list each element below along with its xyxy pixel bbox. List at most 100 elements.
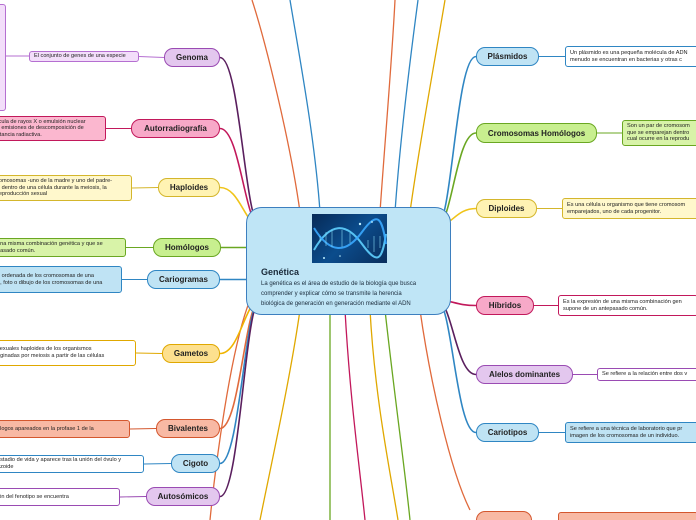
note-line: Es una célula u organismo que tiene crom… (567, 202, 696, 209)
branch-line (252, 0, 300, 212)
branch-line (437, 300, 476, 433)
topic-gametos[interactable]: Gametos (162, 344, 220, 363)
note-line: Son un par de cromosom (627, 123, 696, 130)
description-line: La genética es el área de estudio de la … (261, 279, 416, 289)
topic-cariotipos[interactable]: Cariotipos (476, 423, 539, 442)
topic-note: ión del fenotipo se encuentra (0, 488, 120, 506)
note-line: Un plásmido es una pequeña molécula de A… (570, 50, 696, 57)
topic-label: Bivalentes (168, 424, 208, 433)
offscreen-topic-node[interactable] (476, 511, 532, 520)
topic-cigoto[interactable]: Cigoto (171, 454, 220, 473)
central-topic-description: La genética es el área de estudio de la … (261, 279, 416, 309)
note-line: que se emparejan dentro (627, 130, 696, 137)
branch-line (210, 300, 250, 520)
topic-genoma[interactable]: Genoma (164, 48, 220, 67)
topic-note: El conjunto de genes de una especie (29, 51, 139, 62)
note-line: ícula de rayos X o emulsión nuclear (0, 119, 101, 126)
topic-plásmidos[interactable]: Plásmidos (476, 47, 539, 66)
topic-label: Autorradiografía (144, 124, 207, 133)
note-line: El conjunto de genes de una especie (34, 53, 134, 60)
topic-note: Se refiere a la relación entre dos v (597, 368, 696, 381)
note-line: una misma combinación genética y que se (0, 241, 121, 248)
note-connector (144, 464, 171, 465)
branch-line (260, 310, 300, 520)
note-connector (120, 497, 146, 498)
topic-label: Cariotipos (488, 428, 528, 437)
topic-autosómicos[interactable]: Autosómicos (146, 487, 220, 506)
topic-label: Cigoto (183, 459, 208, 468)
topic-label: Haploides (170, 183, 208, 192)
genoma-side-panel (0, 4, 6, 111)
topic-label: Gametos (174, 349, 208, 358)
topic-note: n ordenada de los cromosomas de unaa, fo… (0, 266, 122, 293)
central-topic-title: Genética (261, 267, 299, 277)
topic-label: Cromosomas Homólogos (488, 129, 585, 138)
topic-note: Se refiere a una técnica de laboratorio … (565, 422, 696, 443)
topic-homólogos[interactable]: Homólogos (153, 238, 221, 257)
note-line: menudo se encuentran en bacterias y otra… (570, 57, 696, 64)
topic-note: Es una célula u organismo que tiene crom… (562, 198, 696, 219)
branch-line (437, 57, 476, 227)
offscreen-topic-note (558, 512, 696, 520)
note-line: n ordenada de los cromosomas de una (0, 273, 117, 280)
central-topic-genetica[interactable]: Genética La genética es el área de estud… (246, 207, 451, 315)
note-line: imagen de los cromosomas de un individuo… (570, 433, 696, 440)
topic-cromosomas-homólogos[interactable]: Cromosomas Homólogos (476, 123, 597, 143)
topic-diploides[interactable]: Diploides (476, 199, 537, 218)
note-line: sexuales haploides de los organismos (0, 346, 131, 353)
note-line: n dentro de una célula durante la meiosi… (0, 185, 127, 192)
topic-haploides[interactable]: Haploides (158, 178, 220, 197)
topic-note: Es la expresión de una misma combinación… (558, 295, 696, 316)
note-connector (139, 57, 164, 58)
note-line: emparejados, uno de cada progenitor. (567, 209, 696, 216)
note-connector (136, 353, 162, 354)
note-line: ión del fenotipo se encuentra (0, 494, 115, 501)
topic-label: Alelos dominantes (489, 370, 560, 379)
note-line: reproducción sexual (0, 191, 127, 198)
topic-bivalentes[interactable]: Bivalentes (156, 419, 220, 438)
note-line: stancia radiactiva. (0, 132, 101, 139)
description-line: comprender y explicar cómo se transmite … (261, 289, 416, 299)
branch-line (220, 300, 260, 464)
note-connector (132, 188, 158, 189)
branch-line (380, 0, 395, 212)
dna-helix-image (312, 214, 387, 263)
branch-line (220, 58, 260, 227)
topic-alelos-dominantes[interactable]: Alelos dominantes (476, 365, 573, 384)
topic-cariogramas[interactable]: Cariogramas (147, 270, 220, 289)
note-line: a, foto o dibujo de los cromosomas de un… (0, 280, 117, 287)
branch-line (385, 310, 410, 520)
note-line: s emisiones de descomposición de (0, 125, 101, 132)
topic-label: Genoma (176, 53, 208, 62)
note-connector (130, 429, 156, 430)
note-line: pasado común. (0, 248, 121, 255)
note-line: cual ocurre en la reprodu (627, 136, 696, 143)
topic-label: Cariogramas (159, 275, 208, 284)
topic-label: Diploides (488, 204, 524, 213)
note-line: riginadas por meiosis a partir de las cé… (0, 353, 131, 360)
topic-note: estadio de vida y aparece tras la unión … (0, 455, 144, 473)
topic-note: ólogos apareados en la profase 1 de la (0, 420, 130, 438)
description-line: biológica de generación en generación me… (261, 299, 416, 309)
topic-note: Un plásmido es una pequeña molécula de A… (565, 46, 696, 67)
note-line: estadio de vida y aparece tras la unión … (0, 457, 139, 464)
topic-label: Homólogos (165, 243, 209, 252)
branch-line (345, 310, 365, 520)
topic-label: Plásmidos (487, 52, 527, 61)
topic-label: Autosómicos (158, 492, 209, 501)
note-line: supone de un antepasado común. (563, 306, 693, 313)
topic-note: romosomas -uno de la madre y uno del pad… (0, 175, 132, 201)
note-line: ozoide (0, 464, 139, 471)
note-line: Se refiere a la relación entre dos v (602, 371, 696, 378)
note-line: ólogos apareados en la profase 1 de la (0, 426, 125, 433)
branch-line (410, 0, 445, 212)
topic-autorradiografía[interactable]: Autorradiografía (131, 119, 220, 138)
topic-híbridos[interactable]: Híbridos (476, 296, 534, 315)
note-line: Se refiere a una técnica de laboratorio … (570, 426, 696, 433)
branch-line (370, 310, 398, 520)
